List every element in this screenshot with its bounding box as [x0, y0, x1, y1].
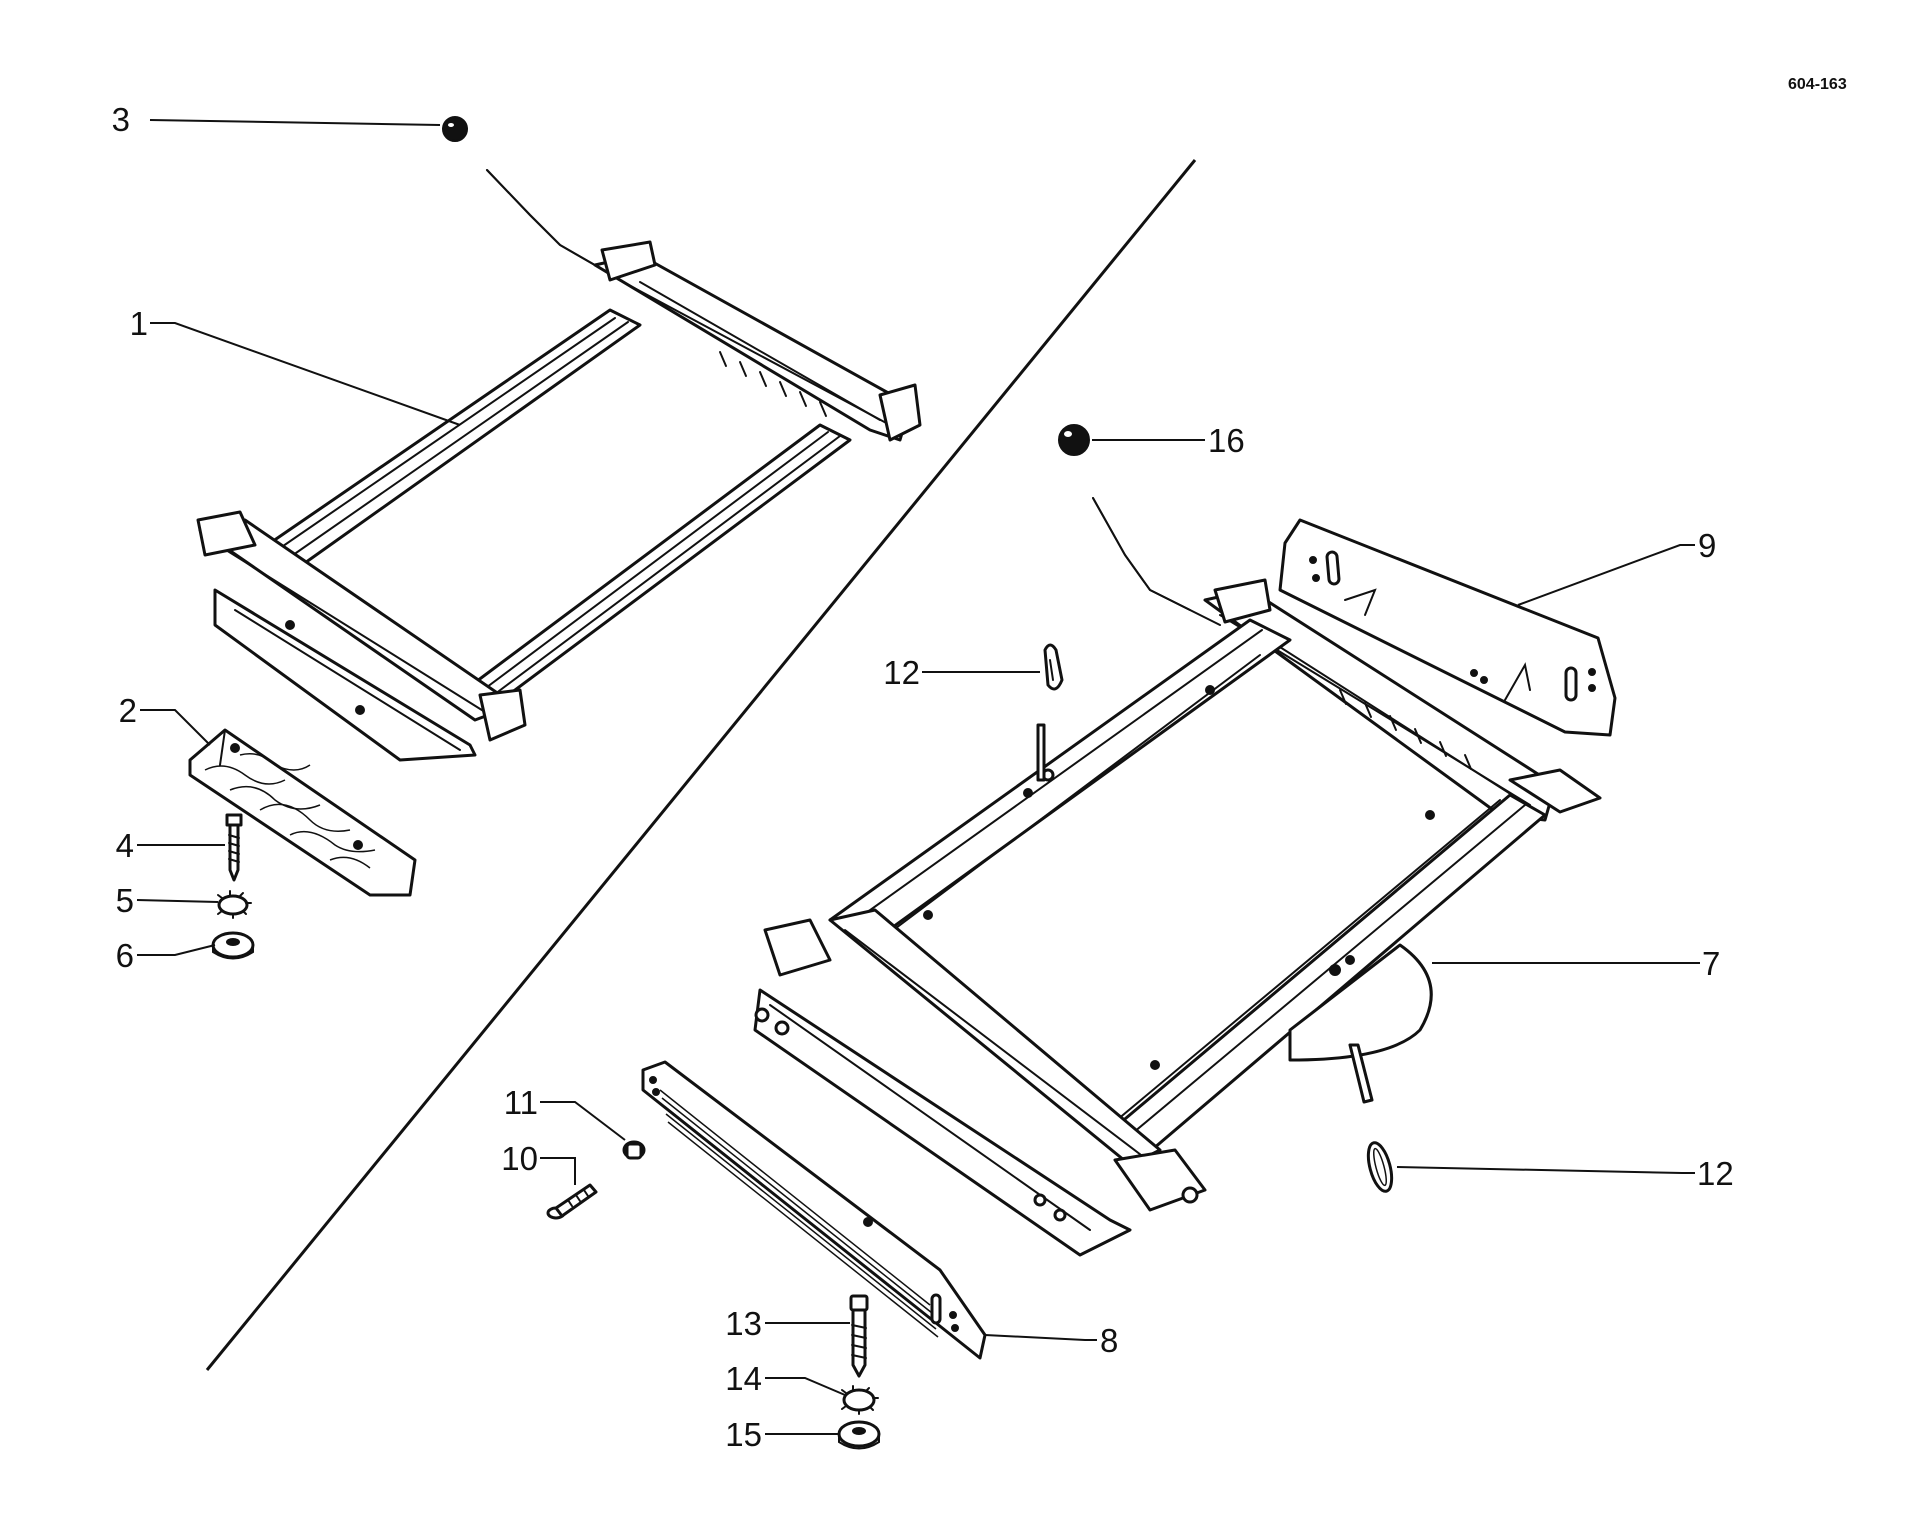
- nut-part-11: [622, 1140, 646, 1160]
- callout-3: 3: [112, 101, 130, 138]
- left-seat-rail-frame: [196, 169, 922, 762]
- leader-14: [765, 1377, 846, 1396]
- lock-washer-part-14: [841, 1385, 879, 1415]
- leader-11: [540, 1101, 626, 1141]
- leader-10: [540, 1157, 576, 1185]
- callout-8: 8: [1100, 1322, 1118, 1359]
- leader-2: [140, 709, 211, 746]
- callout-16: 16: [1208, 422, 1245, 459]
- callout-5: 5: [116, 882, 134, 919]
- flat-washer-part-6: [211, 931, 255, 960]
- callout-11: 11: [504, 1084, 538, 1121]
- callout-12-lower: 12: [1697, 1155, 1734, 1192]
- leader-1: [150, 322, 461, 426]
- callout-13: 13: [725, 1305, 762, 1342]
- flat-washer-part-15: [837, 1420, 881, 1450]
- leader-8: [984, 1334, 1097, 1341]
- lock-washer-part-5: [217, 890, 252, 919]
- document-code: 604-163: [1788, 76, 1847, 93]
- right-seat-rail-frame: [753, 497, 1602, 1257]
- callout-2: 2: [119, 692, 137, 729]
- callout-9: 9: [1698, 527, 1716, 564]
- callout-1: 1: [130, 305, 148, 342]
- screw-part-10: [546, 1183, 598, 1220]
- callout-6: 6: [116, 937, 134, 974]
- knob-part-16: [1058, 424, 1090, 456]
- callout-15: 15: [725, 1416, 762, 1453]
- ring-part-12-upper: [1043, 643, 1064, 691]
- ring-part-12-lower: [1366, 1141, 1394, 1193]
- leader-6: [137, 944, 216, 956]
- leader-lines: [136, 119, 1700, 1435]
- screw-part-4: [225, 813, 243, 882]
- leader-9: [1517, 544, 1695, 606]
- leader-12b: [1396, 1166, 1695, 1174]
- leader-3: [149, 119, 441, 126]
- leader-5: [136, 899, 219, 903]
- bolt-part-13: [849, 1294, 869, 1378]
- callout-4: 4: [116, 827, 134, 864]
- callout-labels: 3 1 2 4 5 6 16 9 12 7 12 11 10 13 14 15 …: [112, 101, 1734, 1453]
- callout-12-upper: 12: [883, 654, 920, 691]
- divider-line: [205, 159, 1197, 1371]
- callout-7: 7: [1702, 945, 1720, 982]
- callout-14: 14: [725, 1360, 762, 1397]
- wood-block-part: [188, 728, 417, 897]
- callout-10: 10: [501, 1140, 538, 1177]
- bracket-part-9: [1278, 518, 1617, 737]
- knob-part-3: [442, 116, 468, 142]
